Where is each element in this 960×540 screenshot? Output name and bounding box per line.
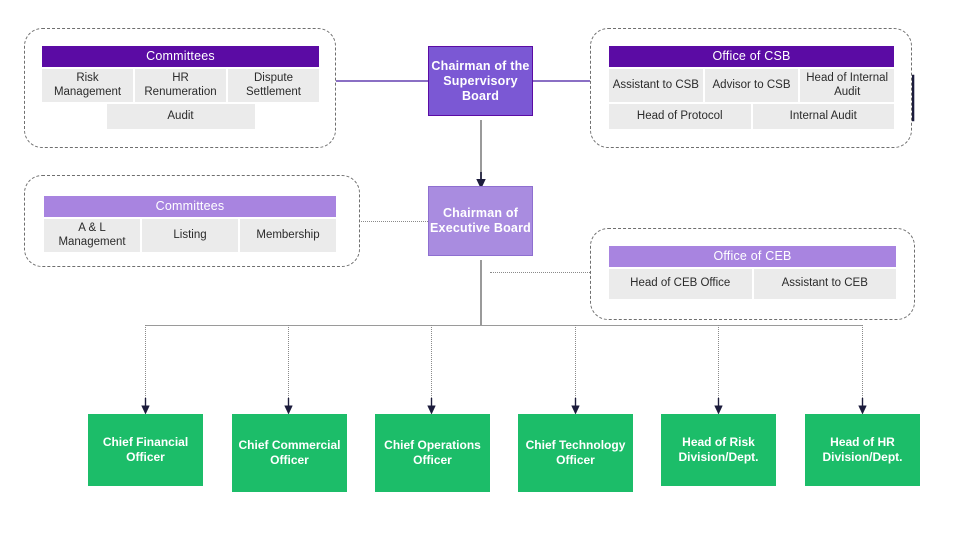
distribution-bus — [145, 325, 863, 327]
cell-assistant-to-csb[interactable]: Assistant to CSB — [609, 69, 703, 102]
node-chairman-supervisory-board[interactable]: Chairman of the Supervisory Board — [428, 46, 533, 116]
leaf-chief-technology-officer[interactable]: Chief Technology Officer — [518, 414, 633, 492]
panel-office-of-csb: Office of CSB Assistant to CSB Advisor t… — [609, 46, 895, 129]
panel-csb-committees: Committees Risk Management HR Renumerati… — [42, 46, 319, 129]
cell-head-of-internal-audit[interactable]: Head of Internal Audit — [800, 69, 895, 102]
dropper-3 — [431, 325, 432, 408]
panel-office-of-ceb: Office of CEB Head of CEB Office Assista… — [609, 246, 896, 299]
connector-committees-to-supervisory — [332, 80, 428, 82]
cell-internal-audit[interactable]: Internal Audit — [752, 104, 894, 129]
cell-al-management[interactable]: A & L Management — [44, 219, 140, 252]
cell-listing[interactable]: Listing — [142, 219, 238, 252]
csb-committees-row-1: Risk Management HR Renumeration Dispute … — [42, 69, 319, 102]
cell-advisor-to-csb[interactable]: Advisor to CSB — [704, 69, 799, 102]
office-ceb-row-1: Head of CEB Office Assistant to CEB — [609, 269, 896, 299]
cell-head-of-protocol[interactable]: Head of Protocol — [609, 104, 751, 129]
node-chairman-executive-board[interactable]: Chairman of Executive Board — [428, 186, 533, 256]
cell-membership[interactable]: Membership — [240, 219, 336, 252]
connector-executive-to-office-ceb — [490, 272, 614, 273]
dropper-5 — [718, 325, 719, 408]
connector-executive-to-bus — [480, 260, 482, 326]
leaf-chief-commercial-officer[interactable]: Chief Commercial Officer — [232, 414, 347, 492]
leaf-chief-financial-officer[interactable]: Chief Financial Officer — [88, 414, 203, 486]
cell-audit[interactable]: Audit — [106, 104, 255, 129]
dropper-2 — [288, 325, 289, 408]
connector-supervisory-to-executive — [480, 120, 482, 182]
cell-head-of-ceb-office[interactable]: Head of CEB Office — [609, 269, 752, 299]
panel-ceb-committees: Committees A & L Management Listing Memb… — [44, 196, 336, 252]
dropper-4 — [575, 325, 576, 408]
csb-committees-row-2: Audit — [42, 104, 319, 129]
office-csb-row-1: Assistant to CSB Advisor to CSB Head of … — [609, 69, 895, 102]
office-csb-header: Office of CSB — [609, 46, 894, 67]
cell-dispute-settlement[interactable]: Dispute Settlement — [228, 69, 319, 102]
dropper-6 — [862, 325, 863, 408]
leaf-head-of-risk-division[interactable]: Head of Risk Division/Dept. — [661, 414, 776, 486]
connector-ceb-committees-to-executive — [357, 221, 428, 222]
office-ceb-header: Office of CEB — [609, 246, 896, 267]
dropper-1 — [145, 325, 146, 408]
cell-hr-renumeration[interactable]: HR Renumeration — [135, 69, 226, 102]
ceb-committees-row-1: A & L Management Listing Membership — [44, 219, 336, 252]
cell-risk-management[interactable]: Risk Management — [42, 69, 133, 102]
cell-assistant-to-ceb[interactable]: Assistant to CEB — [753, 269, 896, 299]
csb-committees-header: Committees — [42, 46, 319, 67]
office-csb-row-2: Head of Protocol Internal Audit — [609, 104, 894, 129]
ceb-committees-header: Committees — [44, 196, 336, 217]
leaf-chief-operations-officer[interactable]: Chief Operations Officer — [375, 414, 490, 492]
connector-supervisory-to-office-csb — [533, 80, 613, 82]
leaf-head-of-hr-division[interactable]: Head of HR Division/Dept. — [805, 414, 920, 486]
